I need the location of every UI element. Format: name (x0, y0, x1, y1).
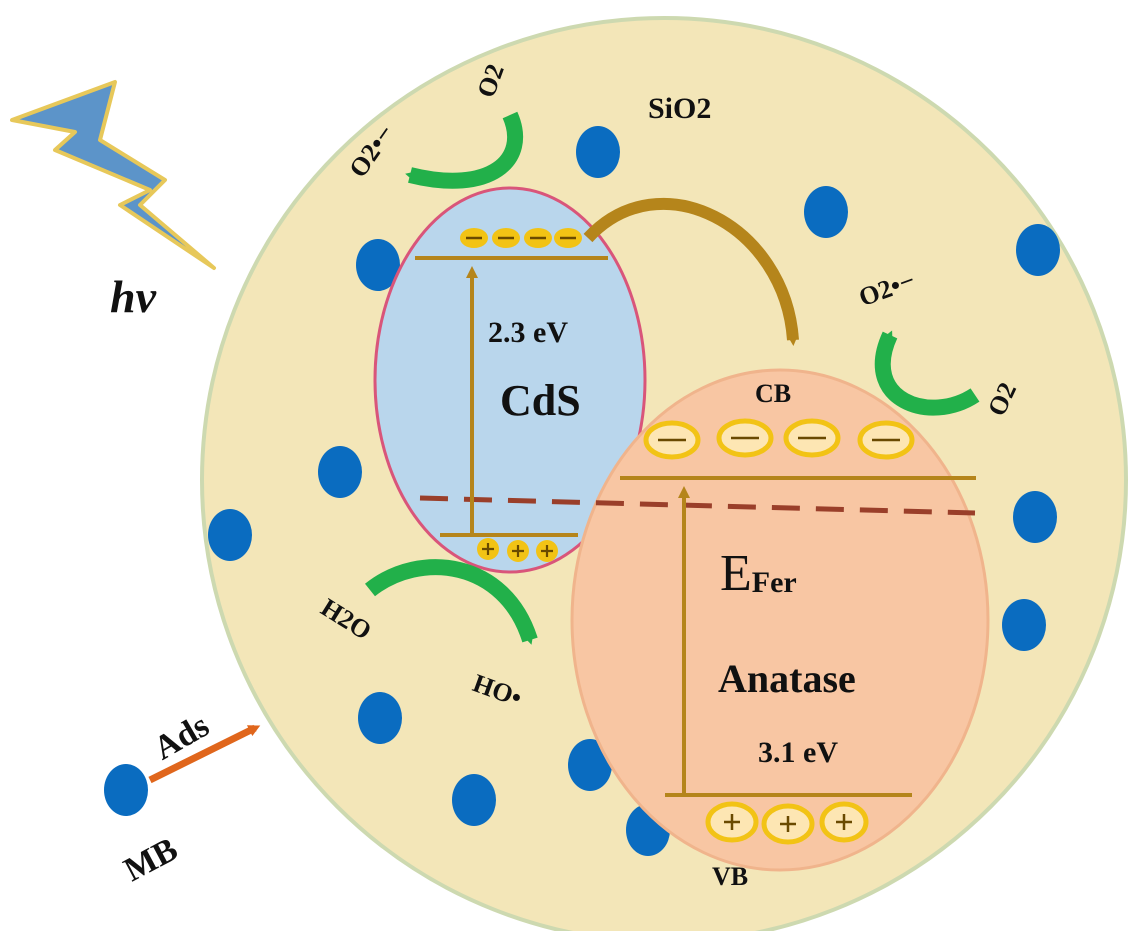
hole-icon (819, 801, 869, 843)
anatase-electrons (643, 418, 915, 460)
electron-icon (643, 420, 701, 460)
electron-icon (524, 228, 552, 248)
mb-particle (318, 446, 362, 498)
anatase-holes (705, 801, 869, 845)
anatase-gap-label: 3.1 eV (758, 736, 838, 769)
fermi-level-label: EFer (720, 545, 797, 602)
mb-particle (356, 239, 400, 291)
o2-reduction-arrow-left (405, 111, 523, 189)
adsorption-label: Ads (148, 707, 216, 767)
mb-particle (452, 774, 496, 826)
mb-particle (208, 509, 252, 561)
electron-icon (554, 228, 582, 248)
electron-icon (783, 418, 841, 458)
anatase-label: Anatase (718, 656, 856, 701)
cds-particle (373, 186, 647, 574)
mb-particle (104, 764, 148, 816)
anatase-vb-label: VB (712, 862, 748, 891)
electron-icon (857, 420, 915, 460)
cds-gap-label: 2.3 eV (488, 316, 568, 349)
cds-label: CdS (500, 376, 581, 425)
fermi-level-line (419, 495, 976, 516)
electron-icon (492, 228, 520, 248)
light-label: hv (110, 271, 157, 322)
mb-particle (576, 126, 620, 178)
mb-particle (358, 692, 402, 744)
mb-label: MB (118, 831, 184, 889)
hole-icon (477, 538, 499, 560)
mb-particle (568, 739, 612, 791)
mb-particle (1016, 224, 1060, 276)
mb-particle (1013, 491, 1057, 543)
silica-label: SiO2 (648, 92, 711, 125)
cds-electrons (460, 228, 582, 248)
electron-icon (460, 228, 488, 248)
hole-icon (507, 540, 529, 562)
adsorption-arrow (148, 724, 261, 784)
o2-reduction-arrow-right (875, 330, 980, 416)
anatase-particle (570, 368, 990, 872)
anatase-cb-label: CB (755, 379, 791, 408)
electron-transfer-arrow (583, 197, 799, 346)
cds-holes (477, 538, 558, 562)
hole-icon (761, 803, 815, 845)
lightning-icon (10, 80, 216, 270)
electron-icon (716, 418, 774, 458)
hole-icon (536, 540, 558, 562)
mb-particle (804, 186, 848, 238)
hole-icon (705, 801, 759, 843)
mb-particle (1002, 599, 1046, 651)
water-oxidation-arrow (365, 559, 538, 645)
